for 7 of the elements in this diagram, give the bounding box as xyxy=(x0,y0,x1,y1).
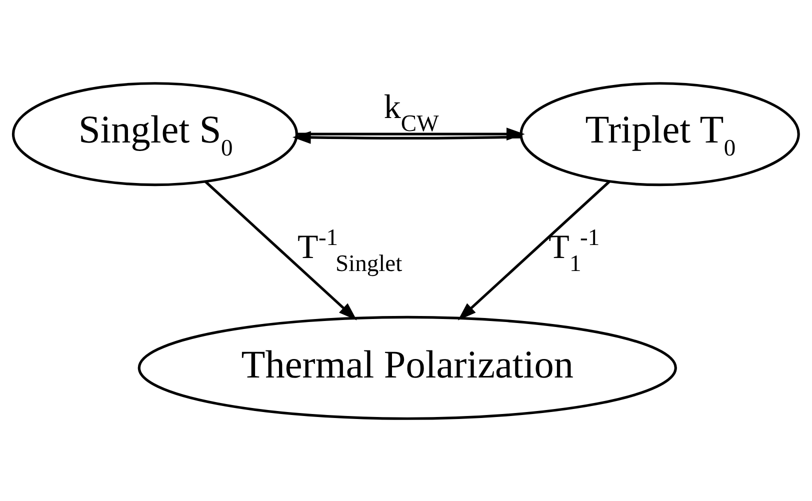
node-ellipse: Triplet T$_{0}$ xyxy=(520,82,800,186)
arrow xyxy=(204,180,357,320)
arrow xyxy=(292,130,521,144)
node-ellipse: Thermal Polarization xyxy=(138,315,677,420)
node-ellipse: Singlet S$_{0}$ xyxy=(12,82,298,186)
arrow xyxy=(458,180,610,320)
edge-label: k$_{CW}$ xyxy=(384,88,439,137)
